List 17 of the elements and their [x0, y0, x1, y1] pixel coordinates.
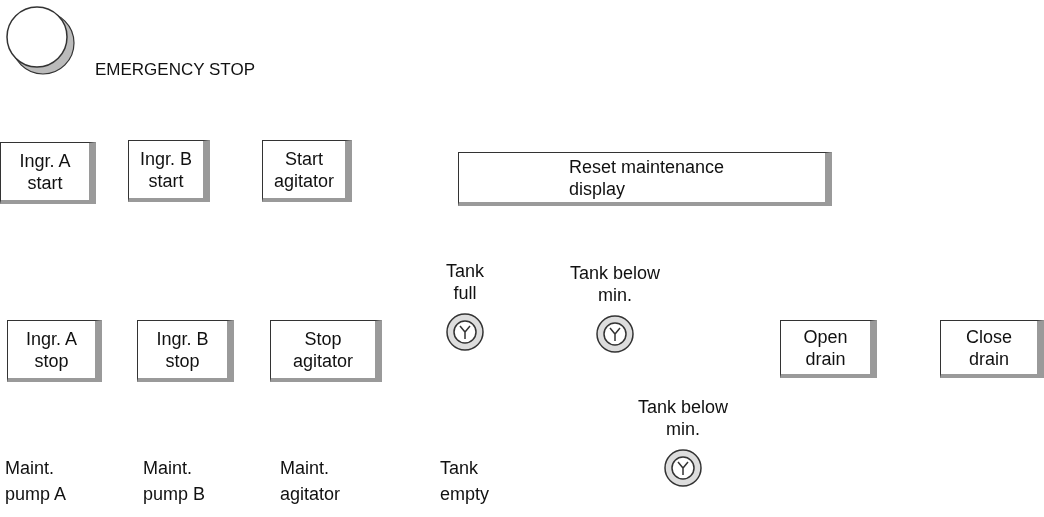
push-button: Start agitator	[262, 140, 352, 202]
panel-label: Maint. agitator	[280, 457, 342, 506]
push-button: Stop agitator	[270, 320, 382, 382]
lamp-label: Tank below min.	[568, 262, 662, 306]
lamp-label: Tank full	[445, 260, 485, 304]
push-button: Close drain	[940, 320, 1044, 378]
button-label: EMERGENCY STOP	[95, 60, 255, 80]
panel-label: Tank empty	[440, 457, 491, 506]
panel-label: Maint. pump A	[5, 457, 68, 506]
push-button: Open drain	[780, 320, 877, 378]
panel-label: Maint. pump B	[143, 457, 207, 506]
push-button: Ingr. A start	[0, 142, 96, 204]
lamp-label: Tank below min.	[636, 396, 730, 440]
push-button: Ingr. B stop	[137, 320, 234, 382]
push-button: Ingr. A stop	[7, 320, 102, 382]
push-button: Reset maintenance display	[458, 152, 832, 206]
push-button: Ingr. B start	[128, 140, 210, 202]
